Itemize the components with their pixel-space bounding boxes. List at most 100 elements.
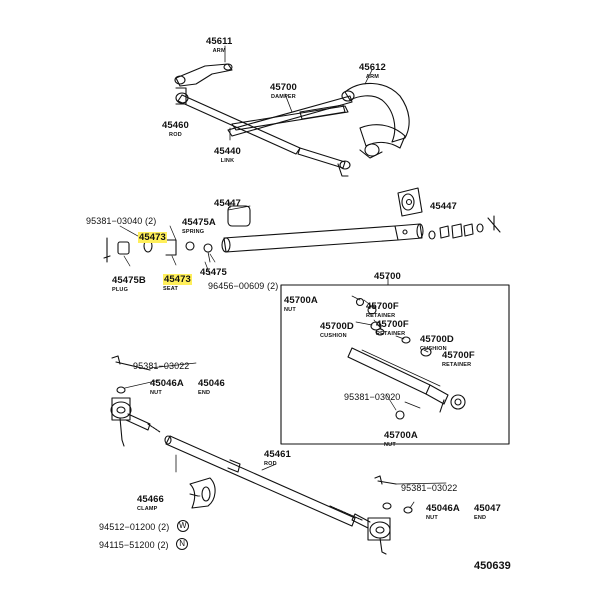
end-45046-drawing	[110, 355, 177, 473]
label-45475B[interactable]: 45475B PLUG	[112, 271, 146, 294]
label-45447-right[interactable]: 45447	[430, 197, 457, 213]
part-number: 45440	[214, 146, 241, 157]
label-45700-damper[interactable]: 45700 DAMPER	[270, 78, 297, 101]
part-number: 95381−03020	[344, 392, 401, 402]
part-desc: RETAINER	[442, 362, 472, 368]
part-number: 45460	[162, 120, 189, 131]
part-number: 45461	[264, 449, 291, 460]
part-desc: LINK	[220, 158, 235, 164]
label-45475A[interactable]: 45475A SPRING	[182, 213, 216, 236]
label-96456[interactable]: 96456−00609 (2)	[208, 277, 278, 293]
label-45046A-right[interactable]: 45046A NUT	[426, 499, 460, 522]
label-45461[interactable]: 45461 ROD	[264, 445, 291, 468]
part-desc: NUT	[384, 442, 396, 448]
part-desc: ARM	[212, 48, 226, 54]
label-45473-a[interactable]: 45473	[138, 228, 167, 244]
part-number: 45475B	[112, 275, 146, 286]
part-number: 45700D	[320, 321, 354, 332]
part-number: 45473	[138, 232, 167, 243]
part-number: 94512−01200 (2)	[99, 522, 170, 532]
label-45447-left[interactable]: 45447	[214, 194, 241, 210]
small-parts-right-drawing	[428, 215, 501, 240]
label-45473-b[interactable]: 45473 SEAT	[163, 270, 192, 293]
label-45700F-3[interactable]: 45700F RETAINER	[442, 346, 475, 369]
part-desc: RETAINER	[366, 313, 396, 319]
part-number: 45046A	[426, 503, 460, 514]
label-45046[interactable]: 45046 END	[198, 374, 225, 397]
part-desc: ROD	[169, 132, 182, 138]
part-number: 45700F	[366, 301, 399, 312]
part-number: 95381−03022	[133, 361, 190, 371]
diagram-number: 450639	[474, 560, 511, 572]
damper-detail-frame	[280, 284, 510, 445]
small-parts-left-drawing	[103, 237, 213, 263]
rod-45460-drawing	[175, 87, 301, 155]
part-number: 96456−00609 (2)	[208, 281, 279, 291]
part-number: 95381−03022	[401, 483, 458, 493]
part-number: 45046	[198, 378, 225, 389]
damper-detail-drawing	[347, 297, 466, 420]
part-number: 45700A	[284, 295, 318, 306]
sleeve-45447-drawing	[221, 201, 424, 253]
rod-45461-drawing	[164, 435, 363, 527]
clamp-45466-drawing	[189, 477, 216, 509]
label-45700A-bot[interactable]: 45700A NUT	[384, 426, 418, 449]
part-desc: ROD	[264, 461, 277, 467]
label-95381-03020[interactable]: 95381−03020	[344, 388, 400, 404]
label-45611[interactable]: 45611 ARM	[206, 32, 232, 55]
label-45700F-1[interactable]: 45700F RETAINER	[366, 297, 399, 320]
label-45440[interactable]: 45440 LINK	[214, 142, 241, 165]
label-94512[interactable]: 94512−01200 (2) W	[99, 518, 189, 534]
part-desc: DAMPER	[270, 94, 296, 100]
part-number: 45700F	[376, 319, 409, 330]
label-45700-box[interactable]: 45700	[374, 267, 401, 283]
part-desc: NUT	[426, 515, 438, 521]
arm-45612-drawing	[341, 69, 410, 159]
washer-symbol: W	[176, 519, 189, 532]
label-45460[interactable]: 45460 ROD	[162, 116, 189, 139]
part-desc: CUSHION	[420, 346, 447, 352]
part-desc: ARM	[365, 74, 380, 80]
part-desc: END	[474, 515, 487, 521]
label-45466[interactable]: 45466 CLAMP	[137, 490, 164, 513]
part-desc: CLAMP	[137, 506, 158, 512]
part-number: 45700	[374, 271, 401, 282]
part-desc: END	[198, 390, 211, 396]
part-number: 45447	[430, 201, 457, 212]
part-desc: CUSHION	[320, 333, 347, 339]
part-desc: SEAT	[163, 286, 179, 292]
label-45700D-1[interactable]: 45700D CUSHION	[320, 317, 354, 340]
part-desc: SPRING	[182, 229, 205, 235]
nut-symbol: N	[176, 537, 189, 550]
part-number: 94115−51200 (2)	[99, 540, 169, 550]
label-95381-03022-left[interactable]: 95381−03022	[133, 357, 189, 373]
part-number: 45700D	[420, 334, 454, 345]
part-desc: NUT	[150, 390, 162, 396]
link-45440-drawing	[227, 95, 353, 177]
part-number: 45447	[214, 198, 241, 209]
label-45700A-top[interactable]: 45700A NUT	[284, 291, 318, 314]
part-number: 45047	[474, 503, 501, 514]
part-number: 45700F	[442, 350, 475, 361]
part-number: 45046A	[150, 378, 184, 389]
part-number: 45475A	[182, 217, 216, 228]
label-45700D-2[interactable]: 45700D CUSHION	[420, 330, 454, 353]
label-45475[interactable]: 45475	[200, 263, 227, 279]
label-95381-03040[interactable]: 95381−03040 (2)	[86, 212, 156, 228]
label-45046A-left[interactable]: 45046A NUT	[150, 374, 184, 397]
part-desc: RETAINER	[376, 331, 406, 337]
end-45047-drawing	[351, 475, 413, 555]
label-95381-03022-right[interactable]: 95381−03022	[401, 479, 457, 495]
part-number: 45700A	[384, 430, 418, 441]
label-45047[interactable]: 45047 END	[474, 499, 501, 522]
label-94115[interactable]: 94115−51200 (2) N	[99, 536, 189, 552]
part-desc: PLUG	[112, 287, 129, 293]
part-number: 45466	[137, 494, 164, 505]
part-number: 45700	[270, 82, 297, 93]
part-number: 45612	[359, 62, 386, 73]
part-number: 45611	[206, 36, 233, 47]
label-45700F-2[interactable]: 45700F RETAINER	[376, 315, 409, 338]
label-45612[interactable]: 45612 ARM	[359, 58, 386, 81]
